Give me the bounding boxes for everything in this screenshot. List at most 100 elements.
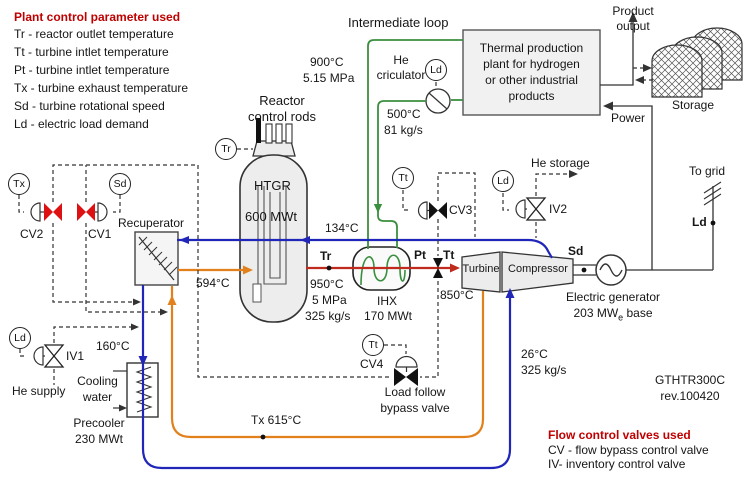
- valve-pt-tt-icon: [433, 258, 443, 278]
- intermediate-loop-pipes: [367, 39, 463, 249]
- legend-item: CV - flow bypass control valve: [548, 442, 709, 457]
- cv4-label: CV4: [360, 357, 384, 371]
- legend-item: Sd - turbine rotational speed: [14, 99, 165, 114]
- control-signal-lines: [18, 82, 570, 385]
- sensor-tt-cv3: Tt: [392, 167, 414, 189]
- load-follow-line1: Load follow: [384, 385, 446, 399]
- he-circulator-line2: criculator: [376, 68, 426, 82]
- he-supply-label: He supply: [12, 384, 66, 398]
- model-revision: rev.100420: [660, 389, 720, 403]
- htgr-power-label: 600 MWt: [245, 209, 298, 224]
- comp-inlet-flow: 325 kg/s: [521, 363, 567, 377]
- sensor-tr: Tr: [215, 138, 237, 160]
- valve-cv4-icon: [394, 355, 418, 386]
- thermal-plant-line1: Thermal production: [479, 41, 584, 55]
- ihx-power-label: 170 MWt: [364, 309, 413, 323]
- product-output-label: Product output: [605, 4, 661, 34]
- compressor-label: Compressor: [508, 263, 568, 275]
- storage-label: Storage: [672, 98, 715, 112]
- tr-tag: Tr: [320, 249, 332, 263]
- product-line1: Product: [612, 4, 654, 18]
- cv3-label: CV3: [449, 203, 473, 217]
- tr-dot: [326, 265, 332, 271]
- sensor-tt-cv4: Tt: [362, 334, 384, 356]
- turbine-exhaust-arrow: [167, 295, 177, 305]
- power-arrow: [603, 101, 613, 111]
- storage-tanks-icon: [651, 27, 743, 98]
- precooler-power: 230 MWt: [74, 432, 123, 446]
- iv2-label: IV2: [549, 202, 568, 216]
- to-grid-label: To grid: [689, 164, 726, 178]
- shaft: [573, 264, 596, 276]
- loop-return-temp: 500°C: [387, 107, 421, 121]
- load-follow-line2: bypass valve: [380, 401, 450, 415]
- inject-arrow-2: [160, 308, 168, 316]
- cooling-line1: Cooling: [77, 374, 118, 388]
- cv2-label: CV2: [20, 227, 44, 241]
- cooling-water-label: Cooling water: [70, 373, 125, 405]
- cv1-label: CV1: [88, 227, 112, 241]
- legend-item: Tr - reactor outlet temperature: [14, 27, 174, 42]
- tx-dot: [260, 434, 266, 440]
- rods-line1: Reactor: [259, 93, 305, 108]
- htgr-vessel: [239, 118, 308, 323]
- ld-grid-label: Ld: [692, 215, 707, 229]
- intermediate-return-arrow: [373, 204, 383, 213]
- power-label: Power: [611, 111, 646, 125]
- precooler-name: Precooler: [73, 416, 125, 430]
- lp-cold-temp: 160°C: [96, 339, 130, 353]
- reactor-outlet-flow: 325 kg/s: [305, 309, 351, 323]
- core-inlet-arrow: [243, 265, 253, 275]
- comp-inlet-temp: 26°C: [521, 347, 548, 361]
- compressor-icon: [501, 251, 574, 293]
- generator-power: 203 MWe base: [553, 305, 673, 325]
- sensor-sd: Sd: [109, 173, 131, 195]
- ihx-label: IHX: [377, 294, 398, 308]
- legend-parameters: Plant control parameter used Tr - reacto…: [14, 10, 188, 135]
- legend-item: Tt - turbine intlet temperature: [14, 45, 169, 60]
- legend-item: IV- inventory control valve: [548, 457, 686, 471]
- thermal-plant-box: [462, 29, 601, 116]
- legend-parameters-title: Plant control parameter used: [14, 10, 181, 24]
- recuperator-icon: [134, 231, 179, 286]
- turbine-exhaust-temp: Tx 615°C: [251, 413, 302, 427]
- he-circulator-icon: [425, 88, 451, 114]
- from-storage-arrow: [635, 76, 644, 84]
- grid-symbol-icon: [703, 181, 722, 206]
- model-name: GTHTR300C: [654, 373, 725, 387]
- thermal-plant-line3: or other industrial: [485, 73, 578, 87]
- inject-arrow-1: [133, 298, 141, 306]
- hp-cold-arrow-2: [300, 236, 310, 244]
- generator-power-prefix: 203 MW: [573, 306, 619, 320]
- loop-supply-pressure: 5.15 MPa: [303, 71, 355, 85]
- generator-power-sub: e: [618, 312, 624, 323]
- control-rods-label: Reactor control rods: [238, 93, 326, 125]
- legend-valves-title: Flow control valves used: [548, 428, 691, 442]
- loop-supply-temp: 900°C: [310, 55, 344, 69]
- model-label: GTHTR300C rev.100420: [640, 372, 740, 404]
- valve-iv2-icon: [515, 197, 547, 221]
- sd-dot: [581, 267, 587, 273]
- valve-cv1-icon: [77, 202, 108, 222]
- reactor-outlet-pressure: 5 MPa: [312, 293, 347, 307]
- compressor-inlet-arrow: [505, 288, 515, 298]
- thermal-plant-line2: plant for hydrogen: [483, 57, 580, 71]
- legend-item: Pt - turbine intlet temperature: [14, 63, 170, 78]
- legend-valves: Flow control valves used CV - flow bypas…: [548, 428, 709, 472]
- sensor-ld-iv2: Ld: [492, 170, 514, 192]
- core-inlet-temp: 594°C: [196, 276, 230, 290]
- valve-iv1-icon: [33, 344, 65, 368]
- hp-cold-arrow-1: [179, 236, 189, 244]
- he-circulator-label: He criculator: [372, 53, 430, 83]
- thermal-plant-label: Thermal production plant for hydrogen or…: [466, 40, 597, 104]
- load-follow-label: Load follow bypass valve: [368, 384, 462, 416]
- reactor-outlet-temp: 950°C: [310, 277, 344, 291]
- thermal-plant-line4: products: [508, 89, 555, 103]
- rods-line2: control rods: [248, 109, 316, 124]
- he-circulator-line1: He: [393, 53, 409, 67]
- turbine-inlet-temp: 850°C: [440, 288, 474, 302]
- turbine-icon: [461, 251, 501, 293]
- legend-item: Tx - turbine exhaust temperature: [14, 81, 189, 96]
- sensor-tx: Tx: [8, 173, 30, 195]
- he-storage-label: He storage: [531, 156, 590, 170]
